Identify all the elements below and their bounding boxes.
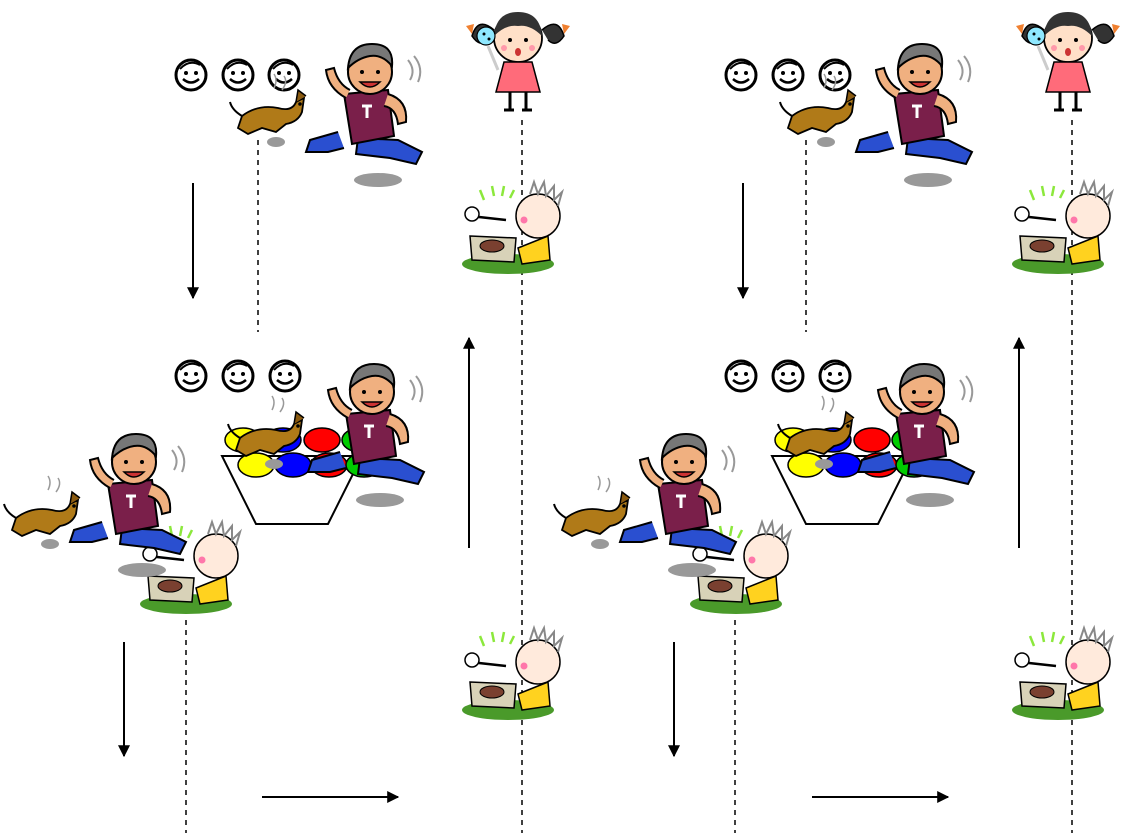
ball-icon (303, 427, 341, 453)
smiley-face-icon (724, 58, 758, 92)
face-group-top (174, 58, 301, 92)
face-group-middle (724, 359, 852, 393)
smiley-face-icon (818, 359, 852, 393)
eating-boy-icon (1010, 180, 1114, 276)
smiley-face-icon (174, 359, 208, 393)
face-group-middle (174, 359, 302, 393)
running-boy-icon (854, 42, 974, 189)
panel-left (3, 10, 572, 833)
girl-icecream-icon (1014, 10, 1122, 112)
smiley-face-icon (221, 58, 255, 92)
smiley-face-icon (724, 359, 758, 393)
smiley-face-icon (268, 359, 302, 393)
eating-boy-icon (460, 626, 564, 722)
running-boy-icon (68, 432, 188, 579)
dog-icon (553, 475, 631, 550)
panel-right (553, 10, 1122, 833)
eating-boy-icon (1010, 626, 1114, 722)
smiley-face-icon (221, 359, 255, 393)
face-group-top (724, 58, 852, 92)
ball-icon (853, 427, 891, 453)
smiley-face-icon (771, 359, 805, 393)
girl-icecream-icon (464, 10, 572, 112)
smiley-face-icon (174, 58, 208, 92)
smiley-face-icon (771, 58, 805, 92)
eating-boy-icon (460, 180, 564, 276)
dog-icon (3, 475, 81, 550)
running-boy-icon (618, 432, 738, 579)
running-boy-icon (304, 42, 424, 189)
